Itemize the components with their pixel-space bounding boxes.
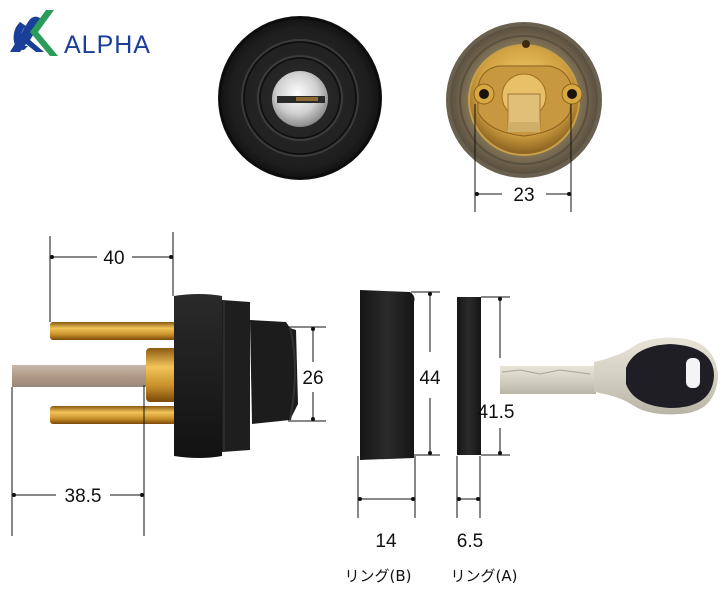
back-view: 23	[446, 22, 602, 212]
cylinder-body	[174, 294, 222, 458]
dim-pin-length: 40	[103, 248, 124, 269]
dim-ring-a-thickness: 6.5	[457, 531, 483, 552]
dim-ring-b-diameter: 44	[419, 368, 441, 389]
tailpiece	[12, 365, 148, 387]
ring-a-label: リング(A)	[451, 567, 518, 585]
brand-name: ALPHA	[64, 31, 151, 59]
alpha-logo-mark-icon	[10, 10, 58, 56]
alpha-logo: ALPHA	[10, 10, 151, 59]
lower-pin	[50, 406, 176, 424]
dim-back-pin-spacing: 23	[513, 185, 534, 206]
key-head	[626, 344, 714, 408]
ring-a: 41.5 6.5 リング(A)	[451, 296, 518, 585]
ring-b-label: リング(B)	[345, 567, 412, 585]
dim-tailpiece-length: 38.5	[65, 486, 102, 507]
side-view: 40 38.5 26	[11, 232, 326, 536]
dim-ring-b-thickness: 14	[375, 531, 397, 552]
key	[500, 337, 718, 415]
dim-face-diameter: 26	[302, 368, 323, 389]
key-ring-hole	[686, 358, 700, 388]
upper-pin	[50, 322, 176, 340]
ring-b: 44 14 リング(B)	[345, 290, 441, 585]
dim-ring-a-diameter: 41.5	[478, 402, 515, 423]
front-view	[218, 16, 382, 180]
